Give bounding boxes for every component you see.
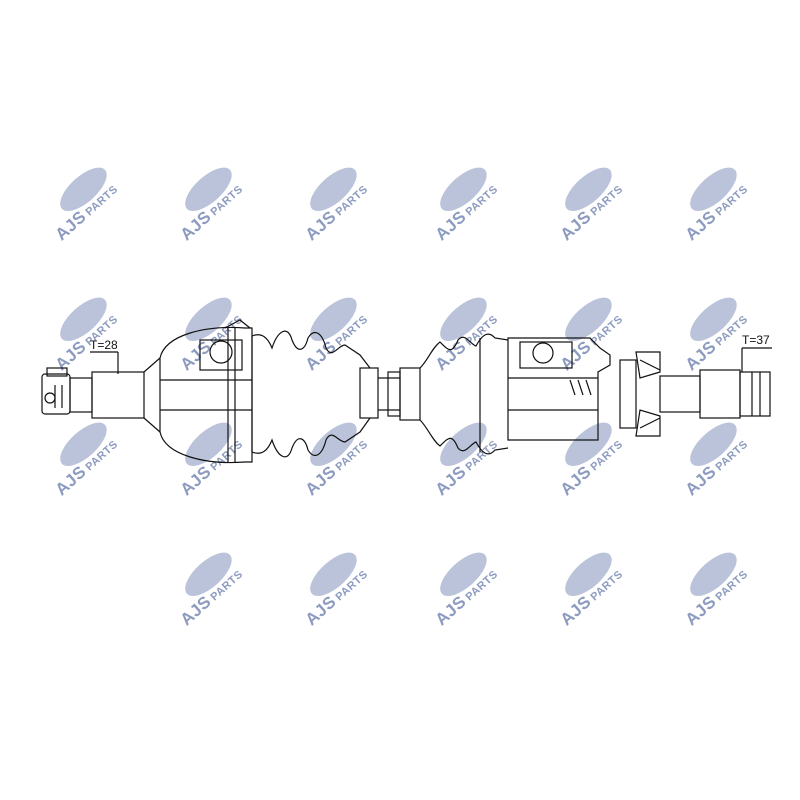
right-collar xyxy=(699,369,741,419)
inner-boot xyxy=(419,333,509,455)
main-shaft xyxy=(378,367,421,421)
inner-joint-housing xyxy=(507,337,611,441)
right-spline-end xyxy=(739,371,771,417)
outer-joint-housing xyxy=(159,326,253,464)
intermediate-bearing xyxy=(619,351,661,437)
left-thread-section xyxy=(69,377,93,413)
outer-boot xyxy=(251,330,379,458)
left-pin-hole xyxy=(44,392,56,404)
left-teeth-callout: T=28 xyxy=(90,338,119,374)
inner-boot-bottom-folds xyxy=(419,419,509,455)
inner-joint-bearing xyxy=(519,341,573,369)
left-shaft-body xyxy=(91,371,145,419)
bearing-flange xyxy=(619,359,637,429)
right-teeth-callout: T=37 xyxy=(741,333,772,372)
right-stub-axle xyxy=(659,369,771,419)
inner-boot-top-folds xyxy=(419,333,509,369)
inner-tripod-joint xyxy=(507,337,611,441)
right-shaft-body xyxy=(659,375,701,413)
inner-boot-clamp xyxy=(399,367,421,421)
bearing-bracket-top xyxy=(635,351,661,379)
bearing-bracket-bottom xyxy=(635,409,661,437)
left-stub-axle xyxy=(41,357,161,433)
inner-joint-roller xyxy=(532,342,554,364)
outer-cv-joint xyxy=(159,319,253,464)
left-spline-collar xyxy=(46,367,68,377)
outer-joint-ball xyxy=(209,340,233,364)
outer-boot-top-folds xyxy=(251,330,371,369)
left-teeth-label: T=28 xyxy=(90,338,118,352)
outer-boot-bottom-folds xyxy=(251,417,371,458)
outer-boot-clamp xyxy=(359,367,379,419)
outer-joint-bearing xyxy=(199,339,243,371)
right-teeth-label: T=37 xyxy=(742,333,770,347)
